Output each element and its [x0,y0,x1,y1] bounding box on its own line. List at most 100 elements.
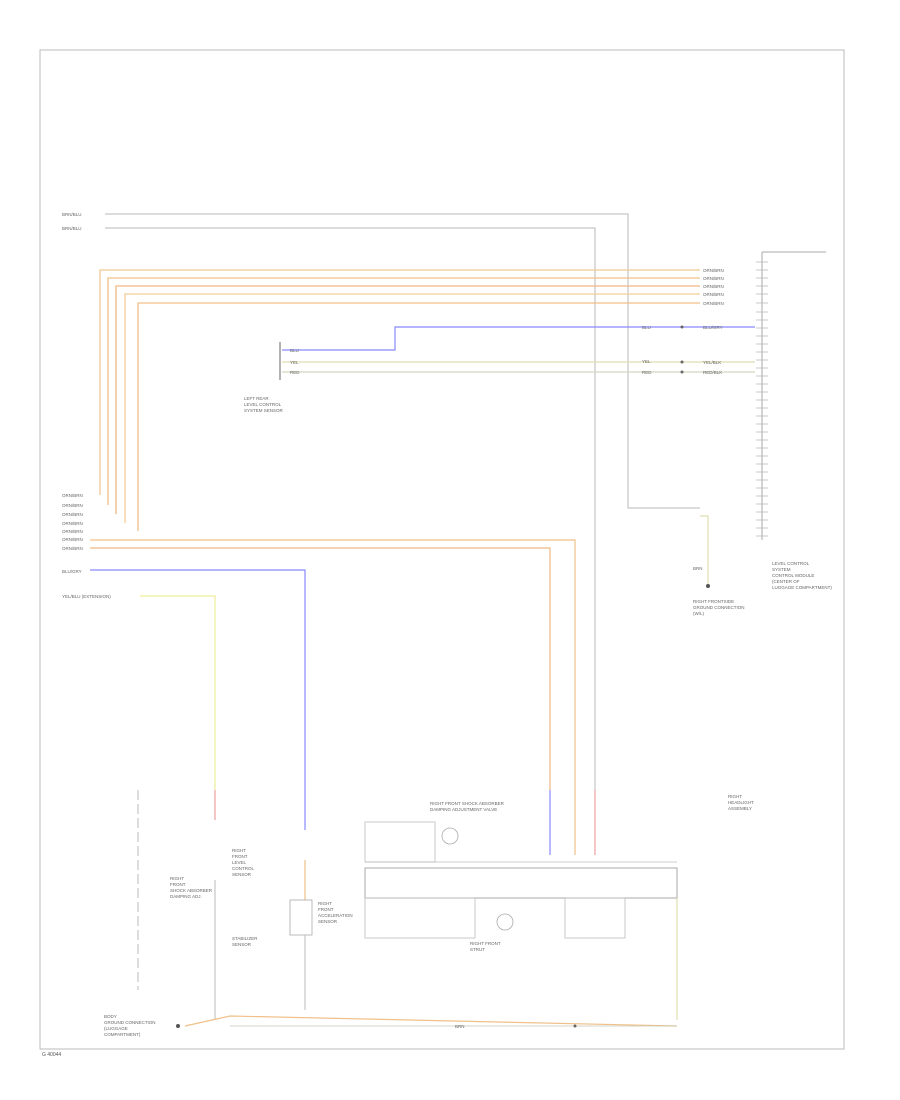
accel-sensor-line-2: FRONT [318,907,334,912]
shock-valve-line-1: RIGHT FRONT SHOCK ABSORBER [430,801,505,806]
control-module-line-1: LEVEL CONTROL [772,561,810,566]
bottom-ground-bus [184,1015,678,1027]
wire-label-sensor-yel-right: YEL [642,359,651,364]
ground-lead-wire [700,515,709,585]
level-sensor-line-3: LEVEL [232,860,247,865]
yellow-feed-wire [140,595,216,790]
level-sensor-line-2: FRONT [232,854,248,859]
wire-label-red-conn: RED/BLK [703,370,722,375]
left-rear-sensor-wires [282,326,755,373]
strut-sensor-symbol [496,913,514,931]
diagram-border [39,49,845,1050]
splice-point-blu [680,325,684,329]
left-comp-line-4: DAMPING ADJ. [170,894,202,899]
left-comp-line-2: FRONT [170,882,186,887]
blue-feed-wire [90,569,306,790]
top-bus-wires [105,213,700,790]
left-rear-sensor-line-2: LEVEL CONTROL [244,402,282,407]
control-module-line-5: LUGGAGE COMPARTMENT) [772,585,832,590]
wire-label-orange-1: ORN/BRN [703,268,724,273]
component-control-module-label: LEVEL CONTROL SYSTEM CONTROL MODULE (CEN… [772,561,832,590]
level-sensor-line-4: CONTROL [232,866,254,871]
wire-label-yellow-feed: YEL/BLU (EXTENSION) [62,594,111,599]
component-body-ground-label: BODY GROUND CONNECTION (LUGGAGE COMPARTM… [104,1014,157,1037]
shock-valve-symbol [441,827,459,845]
component-shock-valve-label: RIGHT FRONT SHOCK ABSORBER DAMPING ADJUS… [430,801,505,812]
ground-label-line-3: (W/L) [693,611,704,616]
shock-valve-line-2: DAMPING ADJUSTMENT VALVE [430,807,497,812]
wire-label-orange-5: ORN/BRN [703,301,724,306]
ground-label-line-2: GROUND CONNECTION [693,605,745,610]
strut-line-1: RIGHT FRONT [470,941,501,946]
wire-label-left-bundle-1: ORN/BRN [62,493,83,498]
wire-label-sensor-red: RED [290,370,300,375]
control-module-line-3: CONTROL MODULE [772,573,814,578]
component-ground-label: RIGHT FRONTSIDE GROUND CONNECTION (W/L) [693,599,746,616]
wire-label-bottom-ground: BRN [455,1024,465,1029]
ground-point [706,584,710,588]
accel-sensor-line-4: SENSOR [318,919,338,924]
footer-code: G 40044 [42,1052,61,1058]
headlight-line-1: RIGHT [728,794,742,799]
component-headlight-label: RIGHT HEADLIGHT ASSEMBLY [728,794,755,811]
accel-sensor-line-3: ACCELERATION [318,913,353,918]
wire-label-sensor-blu: BLU [290,348,299,353]
stabilizer-line-1: STABILIZER [232,936,258,941]
orange-bundle [99,269,700,531]
component-strut-label: RIGHT FRONT STRUT [470,941,502,952]
bottom-splice [573,1024,577,1028]
wire-label-orange-3: ORN/BRN [703,284,724,289]
body-ground-line-1: BODY [104,1014,117,1019]
control-module-line-2: SYSTEM [772,567,791,572]
right-headlight-assembly-bar [364,867,678,899]
wire-label-sensor-blu-right: BLU [642,325,651,330]
wire-label-top-bus-2: BRN/BLU [62,226,82,231]
body-ground-line-4: COMPARTMENT) [104,1032,141,1037]
connector-pin-ticks [756,261,768,537]
body-ground-line-2: GROUND CONNECTION [104,1020,156,1025]
ground-label-line-1: RIGHT FRONTSIDE [693,599,734,604]
control-module-connector [761,251,826,540]
level-sensor-line-5: SENSOR [232,872,252,877]
wire-label-left-bundle-7: ORN/BRN [62,546,83,551]
component-accel-sensor-label: RIGHT FRONT ACCELERATION SENSOR [318,901,354,924]
level-sensor-line-1: RIGHT [232,848,246,853]
bottom-ground-point [176,1024,180,1028]
lower-subboxes [364,821,626,939]
wire-label-blue-conn: BLU/GRY [703,325,723,330]
splice-point-red [680,370,684,374]
component-level-sensor-label: RIGHT FRONT LEVEL CONTROL SENSOR [232,848,255,877]
wire-label-orange-4: ORN/BRN [703,292,724,297]
wire-label-yel-conn: YEL/BLK [703,360,721,365]
headlight-line-3: ASSEMBLY [728,806,752,811]
component-left-comp-label: RIGHT FRONT SHOCK ABSORBER DAMPING ADJ. [170,876,213,899]
stabilizer-line-2: SENSOR [232,942,252,947]
left-comp-line-3: SHOCK ABSORBER [170,888,213,893]
left-bundle-labels: ORN/BRN ORN/BRN ORN/BRN ORN/BRN ORN/BRN … [62,493,83,551]
wire-label-left-bundle-3: ORN/BRN [62,512,83,517]
left-comp-line-1: RIGHT [170,876,184,881]
wire-label-left-bundle-4: ORN/BRN [62,521,83,526]
control-module-line-4: (CENTER OF [772,579,800,584]
accel-sensor-line-1: RIGHT [318,901,332,906]
wire-label-sensor-red-right: RED [642,370,652,375]
wire-label-blue-feed: BLU/GRY [62,569,82,574]
wire-label-sensor-yel: YEL [290,360,299,365]
wire-label-top-bus-1: BRN/BLU [62,212,82,217]
wire-label-left-bundle-5: ORN/BRN [62,529,83,534]
right-front-level-sensor-box [289,899,313,936]
wire-label-orange-2: ORN/BRN [703,276,724,281]
headlight-line-2: HEADLIGHT [728,800,754,805]
left-rear-sensor-line-3: SYSTEM SENSOR [244,408,284,413]
wire-label-ground: BRN [693,566,703,571]
left-bundle-short-wires [90,539,576,790]
body-ground-line-3: (LUGGAGE [104,1026,128,1031]
component-left-rear-sensor-label: LEFT REAR LEVEL CONTROL SYSTEM SENSOR [244,396,284,413]
lower-pin-segments [214,790,596,900]
component-stabilizer-label: STABILIZER SENSOR [232,936,259,947]
splice-point-yel [680,360,684,364]
strut-line-2: STRUT [470,947,485,952]
left-rear-sensor-line-1: LEFT REAR [244,396,269,401]
wire-label-left-bundle-2: ORN/BRN [62,503,83,508]
